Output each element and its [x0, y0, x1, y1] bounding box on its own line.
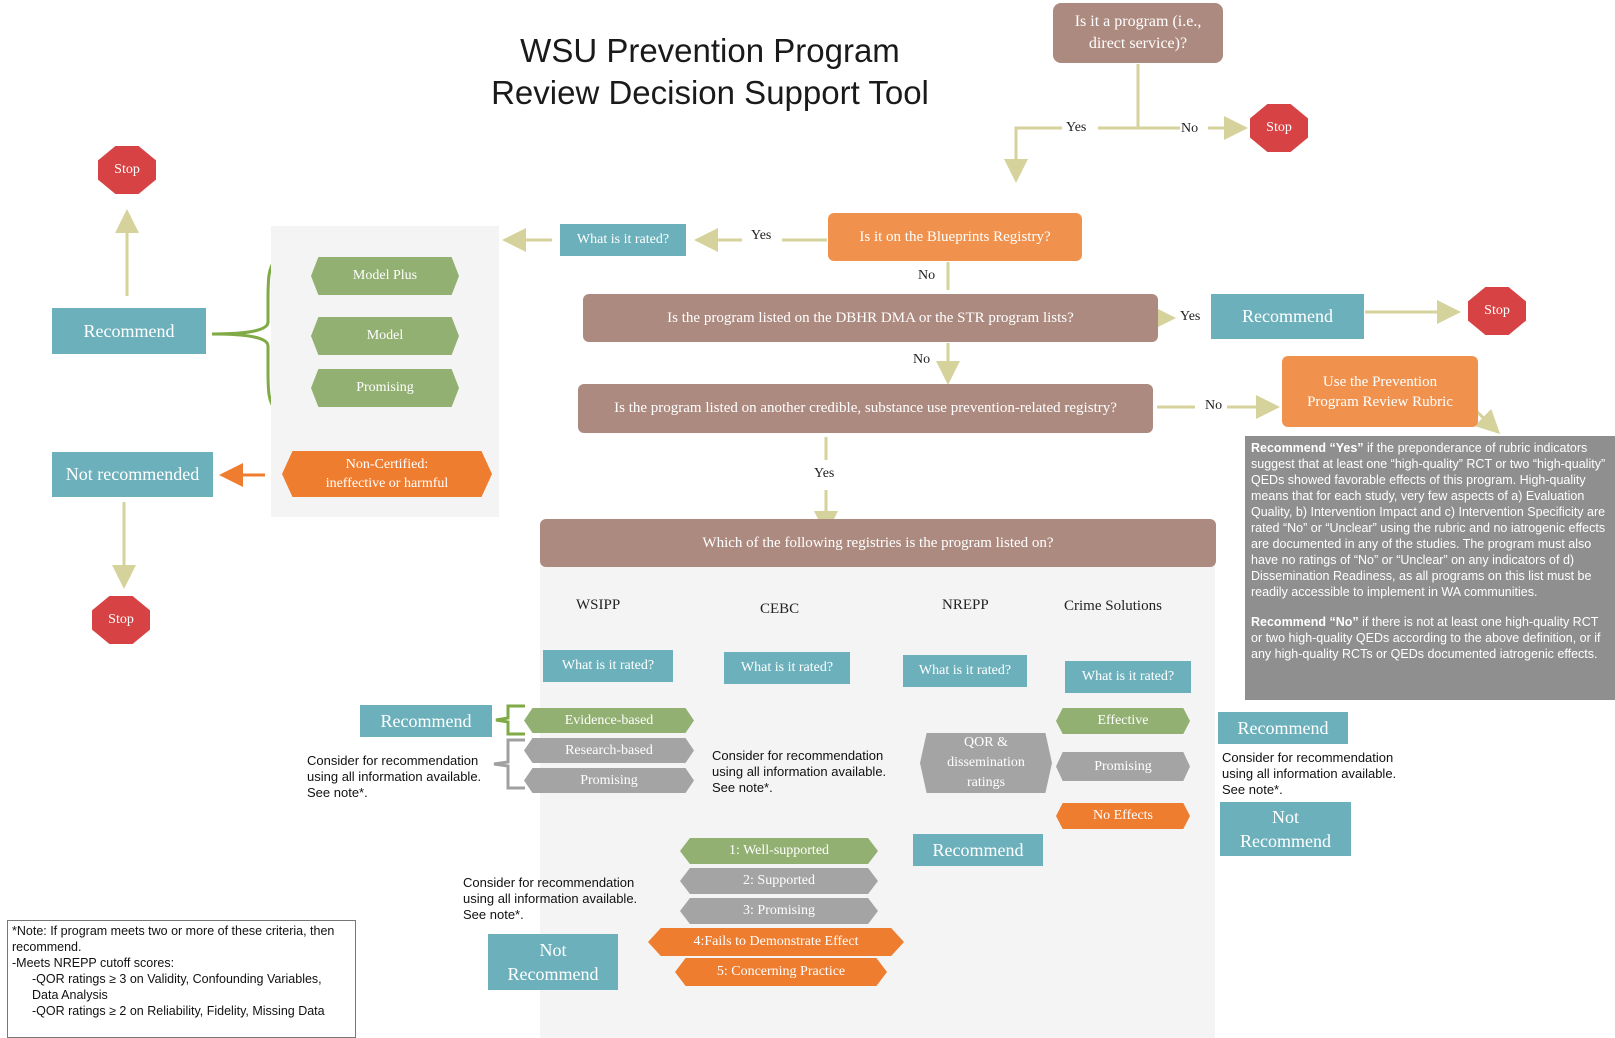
- consider-cebc-line-2: using all information available.: [463, 891, 638, 906]
- what-rated-crime-solutions: What is it rated?: [1065, 661, 1191, 693]
- consider-wsipp-line-2: using all information available.: [307, 769, 482, 784]
- not-recommend-cebc-line-1: Not: [539, 940, 567, 960]
- rating-promising-wsipp: Promising: [524, 768, 694, 793]
- registry-nrepp: NREPP: [942, 597, 989, 613]
- registries-panel: [540, 560, 1215, 1038]
- rating-model-plus: Model Plus: [311, 257, 459, 295]
- stop-sign-left-bottom: Stop: [92, 596, 150, 644]
- recommend-blueprints: Recommend: [52, 308, 206, 354]
- rating-evidence-based: Evidence-based: [524, 708, 694, 733]
- rating-qor-dissemination: QOR & dissemination ratings: [920, 733, 1052, 793]
- registry-cebc: CEBC: [760, 601, 800, 617]
- recommend-crime-solutions: Recommend: [1218, 712, 1348, 744]
- stop-sign-dbhr: Stop: [1468, 287, 1526, 335]
- footnote-nrepp-criteria: *Note: If program meets two or more of t…: [7, 920, 356, 1038]
- consider-cs-line-1: Consider for recommendation: [1222, 750, 1394, 765]
- what-rated-nrepp: What is it rated?: [903, 655, 1027, 687]
- not-recommended-blueprints: Not recommended: [52, 452, 213, 497]
- rating-supported: 2: Supported: [680, 868, 878, 894]
- note-line-3: -QOR ratings ≥ 3 on Validity, Confoundin…: [32, 972, 322, 1002]
- question-is-program: Is it a program (i.e., direct service)?: [1053, 3, 1223, 63]
- consider-note-wsipp: Consider for recommendation using all in…: [307, 753, 497, 801]
- stop-sign-left-top: Stop: [98, 146, 156, 194]
- rubric-criteria-text: Recommend “Yes” if the preponderance of …: [1245, 436, 1615, 700]
- label-no-program: No: [1181, 121, 1199, 136]
- rating-concerning-practice: 5: Concerning Practice: [675, 958, 887, 986]
- rating-promising-cebc: 3: Promising: [680, 898, 878, 924]
- note-line-1: *Note: If program meets two or more of t…: [12, 924, 335, 954]
- label-no-blueprints: No: [918, 268, 936, 283]
- rating-no-effects: No Effects: [1056, 803, 1190, 829]
- rubric-yes-head: Recommend “Yes”: [1251, 441, 1364, 455]
- consider-cebc-line-1: Consider for recommendation: [463, 875, 635, 890]
- label-yes-program: Yes: [1066, 120, 1087, 135]
- label-yes-blueprints: Yes: [751, 228, 772, 243]
- non-certified-line-2: ineffective or harmful: [325, 476, 449, 491]
- title-line-2: Review Decision Support Tool: [491, 74, 929, 111]
- consider-nrepp-line-3: See note*.: [712, 780, 773, 795]
- nrepp-rating-line-2: dissemination: [947, 755, 1025, 770]
- rubric-yes-body: if the preponderance of rubric indicator…: [1251, 441, 1606, 599]
- note-line-4: -QOR ratings ≥ 2 on Reliability, Fidelit…: [32, 1004, 325, 1018]
- rubric-no-body: if there is not at least one high-qualit…: [1251, 615, 1601, 661]
- stop-sign-top-right: Stop: [1250, 104, 1308, 152]
- consider-cs-line-2: using all information available.: [1222, 766, 1397, 781]
- rubric-no-head: Recommend “No”: [1251, 615, 1359, 629]
- consider-note-nrepp: Consider for recommendation using all in…: [712, 748, 902, 796]
- consider-wsipp-line-1: Consider for recommendation: [307, 753, 479, 768]
- non-certified-line-1: Non-Certified:: [345, 457, 429, 472]
- registry-crime-solutions: Crime Solutions: [1064, 598, 1162, 614]
- consider-note-cebc: Consider for recommendation using all in…: [463, 875, 663, 923]
- what-rated-cebc: What is it rated?: [724, 652, 850, 684]
- rating-effective: Effective: [1056, 708, 1190, 734]
- consider-wsipp-line-3: See note*.: [307, 785, 368, 800]
- rating-non-certified: Non-Certified: ineffective or harmful: [282, 451, 492, 497]
- rating-promising-crime-solutions: Promising: [1056, 752, 1190, 781]
- title-line-1: WSU Prevention Program: [520, 32, 900, 69]
- not-recommend-crime-solutions: Not Recommend: [1220, 802, 1351, 856]
- consider-note-crime-solutions: Consider for recommendation using all in…: [1222, 750, 1412, 798]
- rating-well-supported: 1: Well-supported: [680, 838, 878, 864]
- rating-fails-to-demonstrate: 4:Fails to Demonstrate Effect: [648, 928, 904, 956]
- recommend-dbhr: Recommend: [1211, 294, 1364, 339]
- what-rated-blueprints: What is it rated?: [560, 224, 686, 256]
- not-recommend-cs-line-1: Not: [1272, 807, 1299, 827]
- not-recommend-cebc-line-2: Recommend: [507, 964, 599, 984]
- consider-nrepp-line-1: Consider for recommendation: [712, 748, 884, 763]
- question-credible-registry: Is the program listed on another credibl…: [578, 384, 1153, 433]
- not-recommend-cebc: Not Recommend: [488, 934, 618, 990]
- rating-research-based: Research-based: [524, 738, 694, 763]
- nrepp-rating-line-1: QOR &: [964, 735, 1008, 750]
- rating-promising-blueprints: Promising: [311, 369, 459, 407]
- recommend-wsipp: Recommend: [360, 705, 492, 737]
- recommend-nrepp: Recommend: [913, 834, 1043, 866]
- use-rubric-box: Use the Prevention Program Review Rubric: [1282, 356, 1478, 427]
- label-yes-credible: Yes: [814, 466, 835, 481]
- note-line-2: -Meets NREPP cutoff scores:: [12, 956, 175, 970]
- question-dbhr-str: Is the program listed on the DBHR DMA or…: [583, 294, 1158, 342]
- label-yes-dbhr: Yes: [1180, 309, 1201, 324]
- what-rated-wsipp: What is it rated?: [543, 650, 673, 682]
- rating-model: Model: [311, 317, 459, 355]
- registry-wsipp: WSIPP: [576, 597, 621, 613]
- not-recommend-cs-line-2: Recommend: [1240, 831, 1331, 851]
- page-title: WSU Prevention Program Review Decision S…: [430, 30, 990, 114]
- consider-nrepp-line-2: using all information available.: [712, 764, 887, 779]
- consider-cs-line-3: See note*.: [1222, 782, 1283, 797]
- question-blueprints: Is it on the Blueprints Registry?: [828, 213, 1082, 261]
- label-no-credible: No: [1205, 398, 1223, 413]
- consider-cebc-line-3: See note*.: [463, 907, 524, 922]
- label-no-dbhr: No: [913, 352, 931, 367]
- nrepp-rating-line-3: ratings: [966, 775, 1006, 790]
- question-which-registry: Which of the following registries is the…: [540, 519, 1216, 567]
